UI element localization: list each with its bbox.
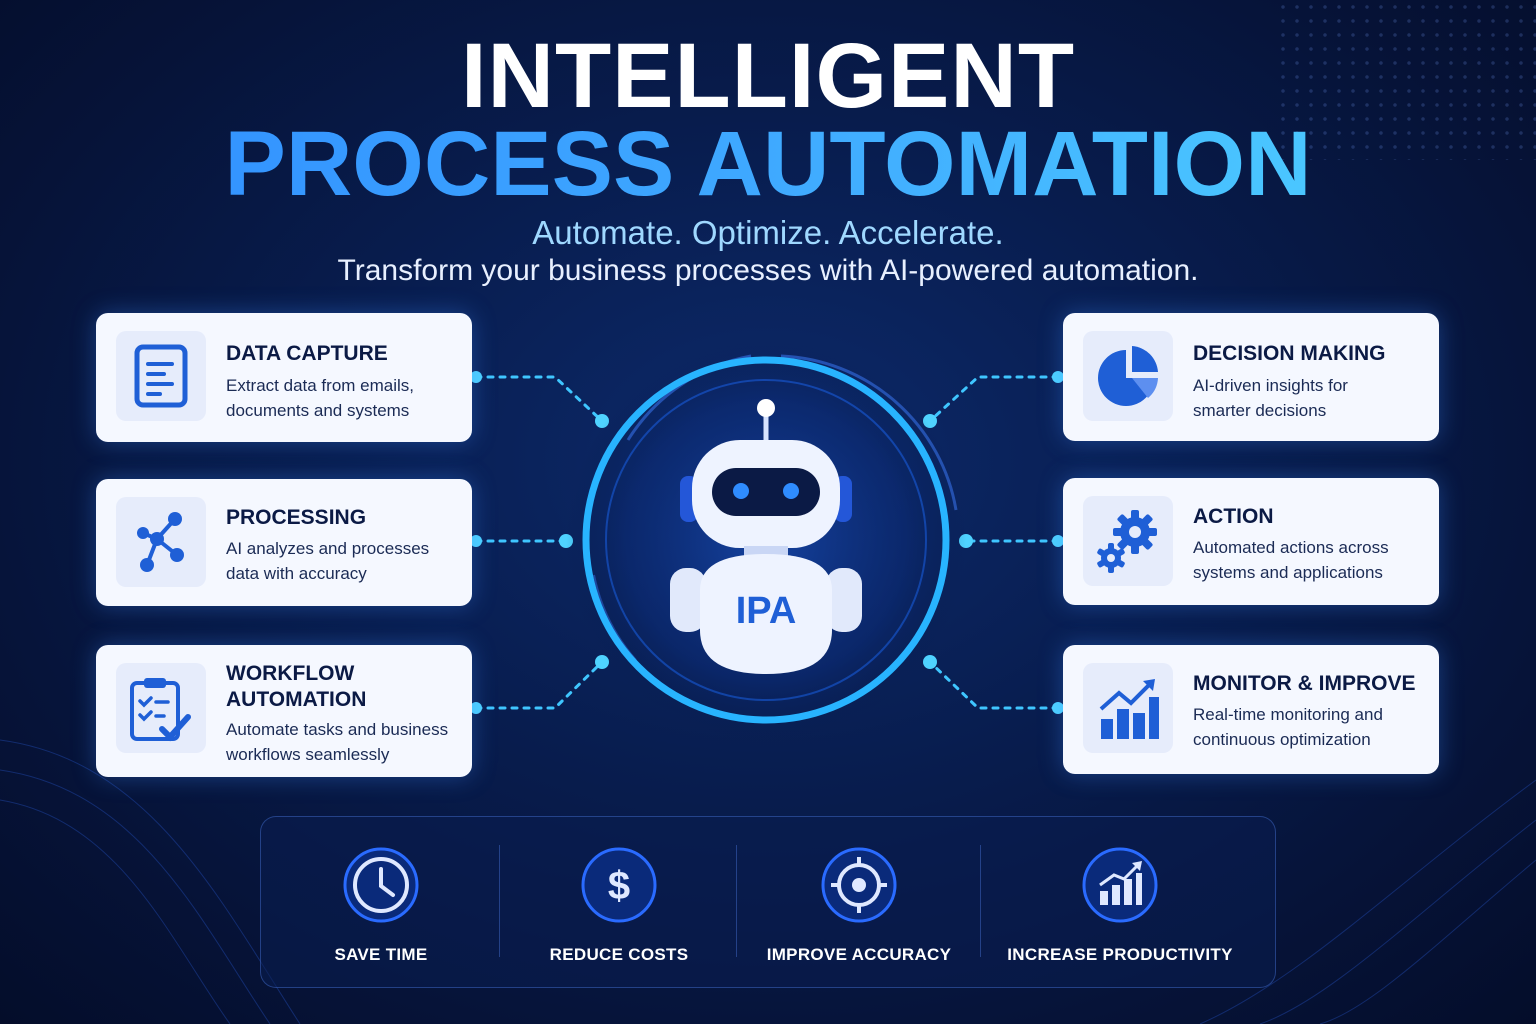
- hub-label: IPA: [736, 590, 797, 632]
- card-description: Extract data from emails,documents and s…: [226, 376, 415, 420]
- benefit-label: SAVE TIME: [334, 945, 428, 964]
- card-data-capture[interactable]: DATA CAPTURE Extract data from emails,do…: [96, 313, 472, 442]
- background-dot-pattern: [1276, 0, 1536, 160]
- page-title-line2: PROCESS AUTOMATION: [0, 116, 1536, 212]
- divider: [736, 845, 737, 957]
- connector-dot: [470, 535, 482, 547]
- svg-text:$: $: [608, 864, 630, 908]
- card-title: DECISION MAKING: [1193, 342, 1386, 365]
- connector-dot: [1052, 702, 1064, 714]
- benefit-save-time: SAVE TIME: [261, 817, 501, 987]
- ipa-hub: IPA: [566, 340, 966, 740]
- robot-icon: [670, 399, 862, 674]
- benefit-label: IMPROVE ACCURACY: [766, 945, 952, 964]
- connector-dot: [1052, 535, 1064, 547]
- clock-icon: [343, 847, 419, 923]
- divider: [499, 845, 500, 957]
- document-icon: [116, 331, 206, 421]
- page-title-line1: INTELLIGENT: [460, 25, 1076, 127]
- divider: [980, 845, 981, 957]
- benefits-panel: SAVE TIME $ REDUCE COSTS IMPROVE ACCURAC…: [260, 816, 1276, 988]
- tagline: Automate. Optimize. Accelerate.: [532, 214, 1004, 251]
- benefit-label: INCREASE PRODUCTIVITY: [1007, 945, 1233, 964]
- bar-growth-icon: [1082, 847, 1158, 923]
- subtitle: Transform your business processes with A…: [337, 254, 1199, 287]
- card-monitor-improve[interactable]: MONITOR & IMPROVE Real-time monitoring a…: [1063, 645, 1439, 774]
- benefit-reduce-costs: $ REDUCE COSTS: [501, 817, 737, 987]
- dollar-icon: $: [581, 847, 657, 923]
- growth-chart-icon: [1083, 663, 1173, 753]
- network-nodes-icon: [116, 497, 206, 587]
- benefit-improve-accuracy: IMPROVE ACCURACY: [737, 817, 981, 987]
- connector-dot: [470, 371, 482, 383]
- connector-dot: [470, 702, 482, 714]
- clipboard-checklist-icon: [116, 663, 206, 753]
- hub-ring-main: [582, 356, 950, 724]
- card-title: ACTION: [1193, 505, 1274, 528]
- connector-dot: [1052, 371, 1064, 383]
- gears-icon: [1083, 496, 1173, 586]
- pie-chart-icon: [1083, 331, 1173, 421]
- benefit-label: REDUCE COSTS: [549, 945, 689, 964]
- card-title: DATA CAPTURE: [226, 342, 388, 365]
- benefit-increase-productivity: INCREASE PRODUCTIVITY: [981, 817, 1259, 987]
- card-title: MONITOR & IMPROVE: [1193, 672, 1416, 695]
- target-icon: [821, 847, 897, 923]
- card-title: PROCESSING: [226, 506, 367, 529]
